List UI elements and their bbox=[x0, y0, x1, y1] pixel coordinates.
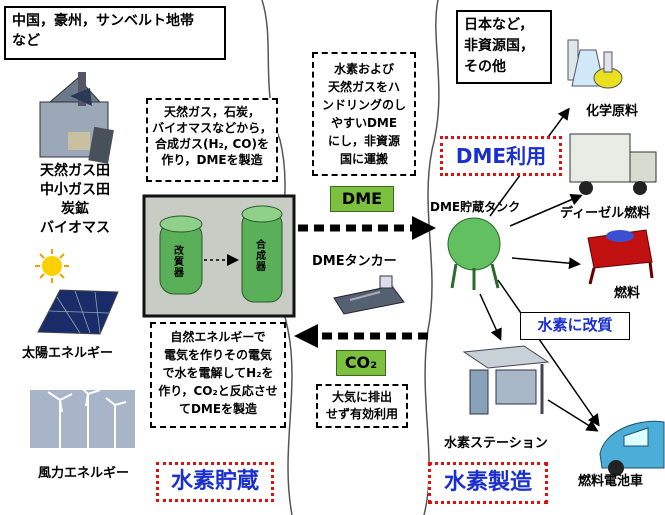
sun-icon bbox=[35, 249, 69, 283]
right-region-title: 日本など， 非資源国， その他 bbox=[456, 10, 552, 84]
note2-line-3: で水を電解してH₂を bbox=[162, 366, 274, 380]
solar-label: 太陽エネルギー bbox=[22, 346, 114, 361]
dme-badge: DME bbox=[330, 186, 394, 212]
gas-field-icon bbox=[39, 72, 114, 164]
note2-line-4: 作り，CO₂と反応させ bbox=[158, 384, 278, 398]
co2-note-line-1: 大気に排出 bbox=[331, 390, 392, 404]
resource-list: 天然ガス田 中小ガス田 炭鉱 バイオマス bbox=[10, 162, 140, 238]
solar-panel-icon bbox=[37, 289, 119, 335]
arrow-station-to-car bbox=[547, 399, 599, 432]
co2-note-line-2: せず有効利用 bbox=[325, 407, 398, 421]
note1-line-2: バイオマスなどから， bbox=[152, 121, 272, 135]
arrow-to-diesel bbox=[509, 194, 583, 227]
hydrogen-storage-label: 水素貯蔵 bbox=[156, 462, 274, 502]
resource-coal: 炭鉱 bbox=[61, 201, 89, 217]
resource-small-gas: 中小ガス田 bbox=[40, 182, 110, 198]
truck-icon bbox=[569, 133, 657, 195]
note2-line-2: 電気を作りその電気 bbox=[163, 348, 272, 362]
transport-line-3: ンドリングのし bbox=[321, 98, 406, 112]
note2-line-1: 自然エネルギーで bbox=[170, 330, 266, 344]
stove-icon bbox=[587, 229, 654, 285]
transport-line-6: 国に運搬 bbox=[339, 152, 388, 166]
chemical-flask-icon bbox=[567, 39, 623, 89]
dme-arrowhead bbox=[412, 216, 436, 240]
arrow-to-station bbox=[479, 293, 502, 341]
station-label: 水素ステーション bbox=[444, 436, 548, 451]
transport-line-4: やすいDME bbox=[330, 116, 398, 130]
co2-note: 大気に排出 せず有効利用 bbox=[316, 384, 408, 428]
note1-line-1: 天然ガス，石炭， bbox=[163, 105, 260, 119]
dme-use-label: DME利用 bbox=[440, 136, 562, 176]
wind-label: 風力エネルギー bbox=[38, 466, 130, 481]
resource-biomass: バイオマス bbox=[40, 220, 110, 236]
left-title-line-2: など bbox=[12, 33, 40, 49]
tanker-label: DMEタンカー bbox=[312, 254, 397, 269]
tanker-icon bbox=[333, 275, 405, 315]
arrow-to-car bbox=[497, 279, 600, 427]
transport-note: 水素および 天然ガスをハ ンドリングのし やすいDME にし，非資源 国に運搬 bbox=[312, 52, 416, 176]
right-boundary bbox=[423, 0, 440, 515]
arrow-to-fuel bbox=[511, 257, 581, 270]
note2-line-5: てDMEを製造 bbox=[178, 402, 258, 416]
fcv-label: 燃料電池車 bbox=[578, 474, 644, 489]
storage-tank-label: DME貯蔵タンク bbox=[430, 200, 521, 214]
diesel-label: ディーゼル燃料 bbox=[560, 206, 651, 221]
production-note-renewable: 自然エネルギーで 電気を作りその電気 で水を電解してH₂を 作り，CO₂と反応さ… bbox=[150, 322, 286, 428]
hydrogen-production-label: 水素製造 bbox=[428, 462, 548, 504]
reformer-icon bbox=[159, 215, 203, 295]
production-note-synthesis: 天然ガス，石炭， バイオマスなどから， 合成ガス(H₂, CO)を 作り，DME… bbox=[146, 98, 278, 182]
right-title-line-1: 日本など， bbox=[464, 17, 534, 33]
hydrogen-station-icon bbox=[462, 345, 550, 415]
chemical-label: 化学原料 bbox=[586, 104, 639, 119]
storage-tank-icon bbox=[447, 217, 501, 290]
resource-natural-gas: 天然ガス田 bbox=[40, 163, 110, 179]
right-title-line-3: その他 bbox=[464, 59, 506, 75]
reformer-label: 改質器 bbox=[174, 246, 184, 279]
fuel-label: 燃料 bbox=[614, 286, 641, 301]
right-title-line-2: 非資源国， bbox=[464, 38, 534, 54]
synthesizer-label: 合成器 bbox=[256, 240, 266, 273]
transport-line-5: にし，非資源 bbox=[327, 134, 400, 148]
left-title-line-1: 中国，豪州，サンベルト地帯 bbox=[12, 13, 194, 29]
co2-badge: CO₂ bbox=[336, 350, 386, 376]
fuel-cell-car-icon bbox=[599, 420, 665, 476]
note1-line-4: 作り，DMEを製造 bbox=[161, 153, 263, 167]
transport-line-2: 天然ガスをハ bbox=[327, 80, 400, 94]
transport-line-1: 水素および bbox=[333, 62, 394, 76]
reform-label: 水素に改質 bbox=[520, 312, 630, 340]
synthesizer-icon bbox=[241, 205, 283, 303]
left-region-title: 中国，豪州，サンベルト地帯 など bbox=[4, 6, 226, 60]
note1-line-3: 合成ガス(H₂, CO)を bbox=[154, 137, 269, 151]
co2-arrowhead bbox=[294, 324, 318, 348]
wind-farm-icon bbox=[30, 383, 135, 448]
